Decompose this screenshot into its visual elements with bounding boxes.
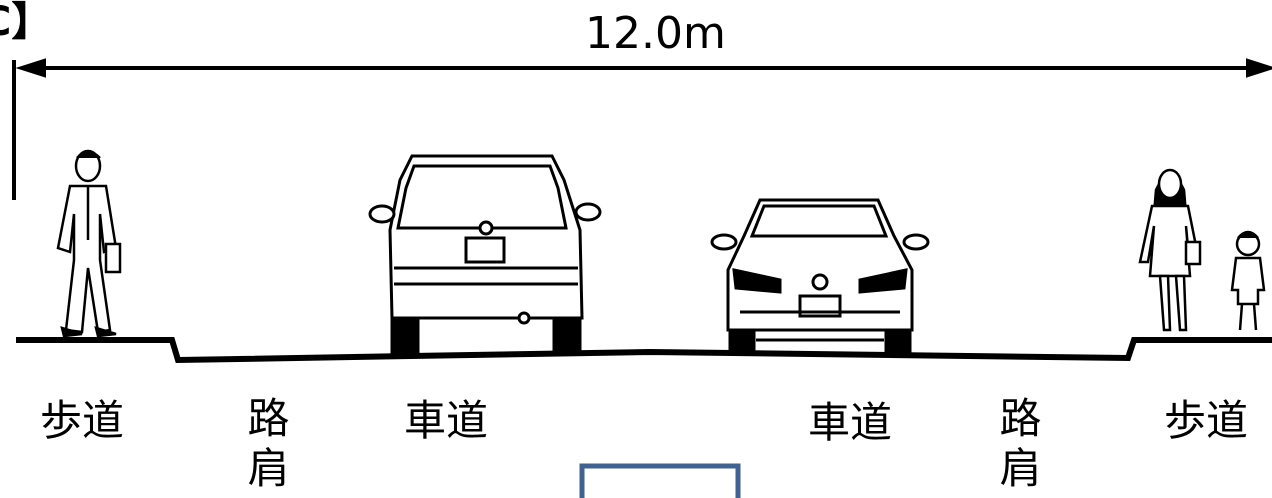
dimension-line: [12, 58, 1272, 200]
pedestrian-woman-icon: [1138, 168, 1202, 332]
road-profile-line: [16, 337, 1272, 364]
sedan-front-icon: [710, 198, 930, 354]
pedestrian-child-icon: [1230, 230, 1266, 331]
highlight-box-outline: [579, 463, 741, 498]
label-carriageway-left: 車道: [404, 396, 489, 445]
label-sidewalk-right: 歩道: [1164, 396, 1249, 445]
total-width-label: 12.0m: [585, 8, 726, 59]
minivan-rear-icon: [368, 154, 602, 354]
label-carriageway-right: 車道: [808, 398, 893, 447]
label-shoulder-right: 路肩: [993, 396, 1042, 496]
label-shoulder-left: 路肩: [241, 396, 290, 496]
label-sidewalk-left: 歩道: [40, 396, 125, 445]
pedestrian-man-icon: [56, 149, 122, 338]
section-heading-fragment: C】: [0, 0, 52, 45]
